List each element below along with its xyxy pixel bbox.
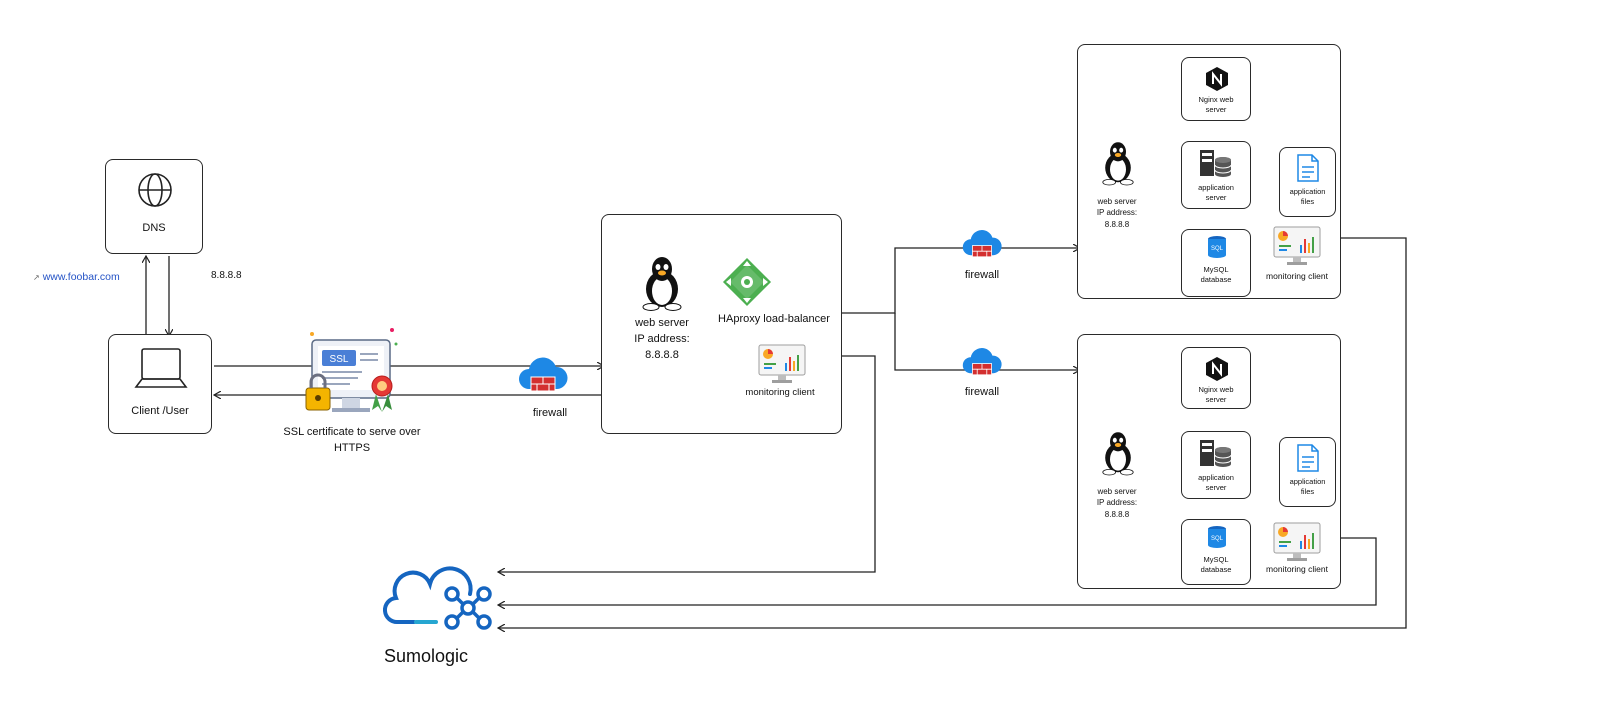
s2-app-line1: application (1198, 473, 1234, 482)
linux-tux-icon (1102, 432, 1134, 476)
server-database-icon (1200, 440, 1232, 467)
mysql-database-icon: SQL (1208, 526, 1226, 548)
s1-server-line2: IP address: (1096, 208, 1138, 217)
firewall-label-2: firewall (964, 269, 1000, 281)
lb-server-line2: IP address: (634, 333, 690, 345)
s1-server-line3: 8.8.8.8 (1104, 220, 1130, 229)
s1-files-box: application files (1279, 147, 1336, 217)
haproxy-label: HAproxy load-balancer (718, 313, 830, 325)
document-file-icon (1297, 154, 1319, 182)
s1-nginx-line2: server (1205, 105, 1227, 114)
firewall-label-1: firewall (532, 407, 568, 419)
app-server-box-1: web server IP address: 8.8.8.8 Nginx web… (1077, 44, 1341, 299)
s1-app-server-box: application server (1181, 141, 1251, 209)
s2-mysql-line1: MySQL (1203, 555, 1229, 564)
laptop-icon (134, 348, 188, 388)
s2-app-server-box: application server (1181, 431, 1251, 499)
s2-mysql-line2: database (1200, 565, 1232, 574)
s1-mysql-box: SQL MySQL database (1181, 229, 1251, 297)
firewall-label-3: firewall (964, 386, 1000, 398)
s2-nginx-line2: server (1205, 395, 1227, 404)
lb-server-line3: 8.8.8.8 (645, 349, 679, 361)
domain-link-text[interactable]: www.foobar.com (42, 271, 120, 283)
s1-mysql-line1: MySQL (1203, 265, 1229, 274)
s1-nginx-line1: Nginx web (1198, 95, 1234, 104)
nginx-icon (1206, 67, 1228, 91)
client-box: Client /User (108, 334, 212, 434)
s2-server-line2: IP address: (1096, 498, 1138, 507)
dns-box: DNS (105, 159, 203, 254)
firewall-cloud-icon (962, 230, 1002, 258)
lb-monitor-to-sumologic (498, 355, 876, 572)
s1-mysql-line2: database (1200, 275, 1232, 284)
app-server-box-2: web server IP address: 8.8.8.8 Nginx web… (1077, 334, 1341, 589)
s2-nginx-box: Nginx web server (1181, 347, 1251, 409)
s2-mysql-box: SQL MySQL database (1181, 519, 1251, 585)
document-file-icon (1297, 444, 1319, 472)
s1-app-line1: application (1198, 183, 1234, 192)
sumologic-cloud-icon (383, 566, 492, 630)
dns-label: DNS (142, 222, 166, 234)
s2-server-line1: web server (1097, 487, 1137, 496)
s1-sql-badge: SQL (1211, 246, 1224, 252)
linux-tux-icon (1102, 142, 1134, 186)
ssl-caption-line1: SSL certificate to serve over (283, 426, 421, 438)
s1-nginx-box: Nginx web server (1181, 57, 1251, 121)
domain-link[interactable]: ↗www.foobar.com (33, 271, 120, 283)
external-link-icon: ↗ (33, 273, 40, 282)
s1-monitor-to-sumologic (498, 237, 1407, 628)
s2-nginx-line1: Nginx web (1198, 385, 1234, 394)
s2-server-line3: 8.8.8.8 (1104, 510, 1130, 519)
lb-server-line1: web server (635, 317, 689, 329)
s1-monitoring-label: monitoring client (1266, 271, 1328, 281)
s2-files-line2: files (1300, 487, 1315, 496)
s2-files-box: application files (1279, 437, 1336, 507)
monitoring-screen-icon (758, 344, 806, 383)
s1-files-line1: application (1289, 187, 1326, 196)
monitoring-screen-icon (1273, 522, 1321, 561)
s2-files-line1: application (1289, 477, 1326, 486)
ssl-caption-line2: HTTPS (333, 442, 371, 454)
s1-server-line1: web server (1097, 197, 1137, 206)
nginx-icon (1206, 357, 1228, 381)
server-database-icon (1200, 150, 1232, 177)
firewall-cloud-icon (962, 348, 1002, 376)
s2-app-line2: server (1205, 483, 1227, 492)
dns-ip-label: 8.8.8.8 (211, 270, 242, 281)
s2-monitor-to-sumologic (498, 537, 1377, 605)
globe-icon (138, 173, 172, 207)
ssl-certificate-icon: SSL (305, 328, 398, 412)
firewall-cloud-icon (519, 357, 568, 392)
mysql-database-icon: SQL (1208, 236, 1226, 258)
monitoring-screen-icon (1273, 226, 1321, 265)
sumologic-label: Sumologic (384, 646, 469, 666)
lb-monitoring-label: monitoring client (745, 387, 815, 398)
haproxy-load-balancer-icon (722, 257, 772, 307)
lb-to-server2-arrow (894, 313, 1080, 370)
linux-tux-icon (642, 257, 682, 311)
load-balancer-server-box: web server IP address: 8.8.8.8 HAproxy l… (601, 214, 842, 434)
ssl-badge-text: SSL (330, 354, 349, 365)
s1-files-line2: files (1300, 197, 1315, 206)
client-label: Client /User (131, 405, 189, 417)
s2-sql-badge: SQL (1211, 536, 1224, 542)
s1-app-line2: server (1205, 193, 1227, 202)
s2-monitoring-label: monitoring client (1266, 564, 1328, 574)
